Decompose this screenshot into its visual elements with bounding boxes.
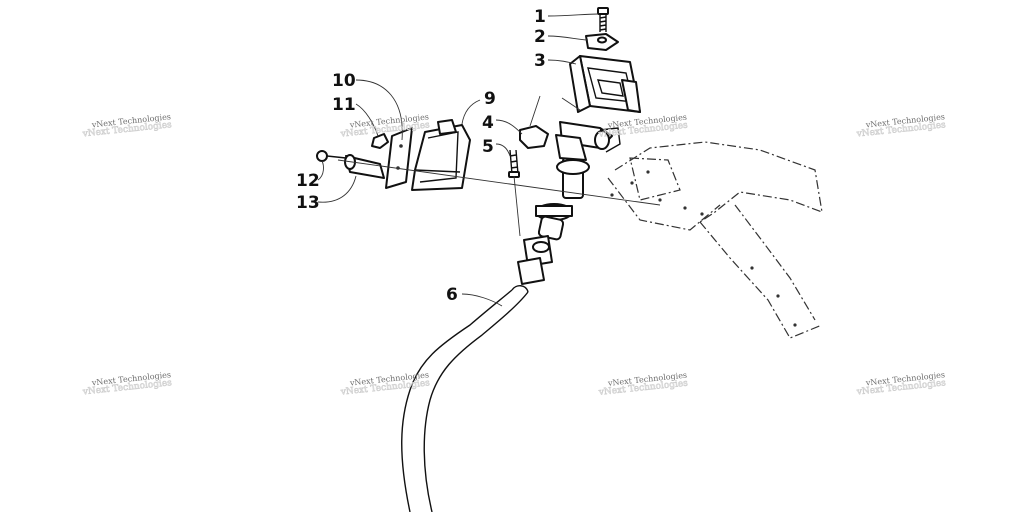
callout-5: 5 (482, 137, 494, 157)
plate-part-10 (385, 127, 413, 189)
nut-part-11 (371, 133, 389, 149)
callout-10: 10 (332, 71, 356, 91)
cap-part-4 (519, 125, 549, 149)
bolt-part-1 (597, 7, 609, 32)
callout-9: 9 (484, 89, 496, 109)
clip-part-13 (344, 154, 385, 179)
callout-1: 1 (534, 7, 546, 27)
cover-part-9 (411, 119, 471, 191)
callout-2: 2 (534, 27, 546, 47)
callout-11: 11 (332, 95, 356, 115)
callout-leaders (317, 13, 599, 307)
callout-13: 13 (296, 193, 320, 213)
alignment-lines (337, 95, 661, 237)
chassis-frame (607, 141, 823, 339)
mount-bracket-part-3 (569, 55, 641, 113)
callout-6: 6 (446, 285, 458, 305)
callout-3: 3 (534, 51, 546, 71)
steering-post (555, 121, 621, 175)
clamp-part-2 (585, 33, 619, 51)
screw-part-5 (508, 149, 520, 178)
callout-4: 4 (482, 113, 494, 133)
callout-labels: 1 2 3 4 5 6 9 10 11 12 13 (296, 7, 546, 305)
screw-part-12 (316, 150, 347, 162)
handlebar-part-6 (401, 285, 529, 512)
steering-column (517, 157, 584, 285)
callout-12: 12 (296, 171, 320, 191)
